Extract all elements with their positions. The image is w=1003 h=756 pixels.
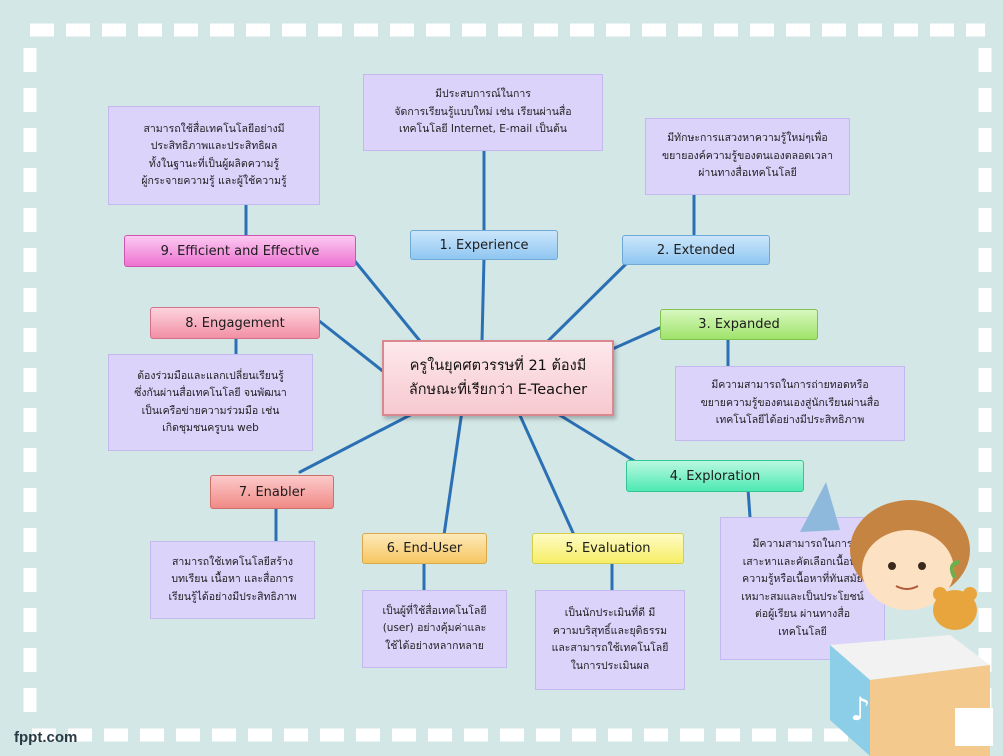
footer-brand: fppt.com: [14, 729, 78, 746]
note-line: ต่อผู้เรียน ผ่านทางสื่อ: [754, 608, 851, 620]
node-label: 5. Evaluation: [565, 541, 651, 556]
note-line: ต้องร่วมมือและแลกเปลี่ยนเรียนรู้: [137, 369, 284, 382]
node-experience: 1. Experience: [410, 230, 558, 260]
svg-text:♪: ♪: [850, 690, 870, 728]
node-label: 1. Experience: [439, 237, 529, 253]
node-exploration: 4. Exploration: [626, 460, 804, 492]
note-line: มีความสามารถในการถ่ายทอดหรือ: [711, 379, 869, 392]
note-line: มีความสามารถในการ: [752, 538, 853, 550]
note-line: บทเรียน เนื้อหา และสื่อการ: [171, 573, 294, 586]
note-line: สามารถใช้สื่อเทคโนโลยีอย่างมี: [143, 122, 285, 135]
note-end-user: เป็นผู้ที่ใช้สื่อเทคโนโลยี (user) อย่างค…: [362, 590, 507, 668]
node-expanded: 3. Expanded: [660, 309, 818, 340]
note-experience: มีประสบการณ์ในการ จัดการเรียนรู้แบบใหม่ …: [363, 74, 603, 151]
central-topic: ครูในยุคศตวรรษที่ 21 ต้องมี ลักษณะที่เรี…: [382, 340, 614, 416]
note-expanded: มีความสามารถในการถ่ายทอดหรือ ขยายความรู้…: [675, 366, 905, 441]
note-line: เป็นเครือข่ายความร่วมมือ เช่น: [141, 404, 280, 417]
note-evaluation: เป็นนักประเมินที่ดี มี ความบริสุทธิ์และย…: [535, 590, 685, 690]
node-label: 3. Expanded: [698, 317, 780, 332]
node-label: 6. End-User: [386, 541, 463, 556]
node-end-user: 6. End-User: [362, 533, 487, 564]
node-enabler: 7. Enabler: [210, 475, 334, 509]
note-line: เทคโนโลยี: [778, 625, 827, 638]
central-topic-line: ลักษณะที่เรียกว่า E-Teacher: [408, 382, 588, 398]
node-evaluation: 5. Evaluation: [532, 533, 684, 564]
note-line: ทั้งในฐานะที่เป็นผู้ผลิตความรู้: [148, 157, 280, 170]
note-line: มีทักษะการแสวงหาความรู้ใหม่ๆเพื่อ: [667, 132, 828, 145]
note-line: เป็นผู้ที่ใช้สื่อเทคโนโลยี: [382, 604, 487, 617]
note-line: เหมาะสมและเป็นประโยชน์: [741, 590, 864, 603]
note-line: ขยายความรู้ของตนเองสู่นักเรียนผ่านสื่อ: [700, 396, 880, 409]
note-line: และสามารถใช้เทคโนโลยี: [551, 642, 669, 654]
note-line: เสาะหาและคัดเลือกเนื้อหา: [742, 555, 863, 568]
note-line: เทคโนโลยี Internet, E-mail เป็นต้น: [399, 123, 567, 136]
note-line: ในการประเมินผล: [570, 659, 650, 672]
child-with-block-illustration: ♪: [800, 482, 993, 756]
note-line: ใช้ได้อย่างหลากหลาย: [385, 639, 484, 652]
note-enabler: สามารถใช้เทคโนโลยีสร้าง บทเรียน เนื้อหา …: [150, 541, 315, 619]
note-line: ความรู้หรือเนื้อหาที่ทันสมัย: [742, 573, 863, 585]
node-label: 2. Extended: [656, 242, 736, 258]
node-engagement: 8. Engagement: [150, 307, 320, 339]
node-extended: 2. Extended: [622, 235, 770, 265]
note-line: ขยายองค์ความรู้ของตนเองตลอดเวลา: [661, 149, 834, 162]
note-line: ประสิทธิภาพและประสิทธิผล: [150, 140, 278, 152]
note-line: จัดการเรียนรู้แบบใหม่ เช่น เรียนผ่านสื่อ: [394, 105, 572, 118]
node-label: 4. Exploration: [669, 468, 761, 484]
note-line: ซึ่งกันผ่านสื่อเทคโนโลยี จนพัฒนา: [134, 387, 287, 399]
node-label: 9. Efficient and Effective: [160, 243, 320, 259]
central-topic-line: ครูในยุคศตวรรษที่ 21 ต้องมี: [409, 358, 587, 374]
note-line: (user) อย่างคุ้มค่าและ: [382, 622, 487, 635]
note-line: ผู้กระจายความรู้ และผู้ใช้ความรู้: [141, 175, 287, 187]
note-line: มีประสบการณ์ในการ: [435, 88, 531, 101]
note-line: เกิดชุมชนครูบน web: [162, 422, 259, 434]
node-efficient-effective: 9. Efficient and Effective: [124, 235, 356, 267]
node-label: 7. Enabler: [238, 484, 306, 500]
note-line: ผ่านทางสื่อเทคโนโลยี: [698, 167, 797, 180]
note-efficient-effective: สามารถใช้สื่อเทคโนโลยีอย่างมี ประสิทธิภา…: [108, 106, 320, 205]
note-exploration: มีความสามารถในการ เสาะหาและคัดเลือกเนื้อ…: [720, 517, 885, 660]
note-line: เป็นนักประเมินที่ดี มี: [564, 607, 656, 619]
note-line: สามารถใช้เทคโนโลยีสร้าง: [171, 555, 294, 568]
note-line: เทคโนโลยีได้อย่างมีประสิทธิภาพ: [715, 414, 865, 427]
note-line: เรียนรู้ได้อย่างมีประสิทธิภาพ: [168, 590, 297, 603]
note-engagement: ต้องร่วมมือและแลกเปลี่ยนเรียนรู้ ซึ่งกัน…: [108, 354, 313, 451]
note-extended: มีทักษะการแสวงหาความรู้ใหม่ๆเพื่อ ขยายอง…: [645, 118, 850, 195]
node-label: 8. Engagement: [185, 315, 285, 331]
note-line: ความบริสุทธิ์และยุติธรรม: [552, 624, 668, 637]
